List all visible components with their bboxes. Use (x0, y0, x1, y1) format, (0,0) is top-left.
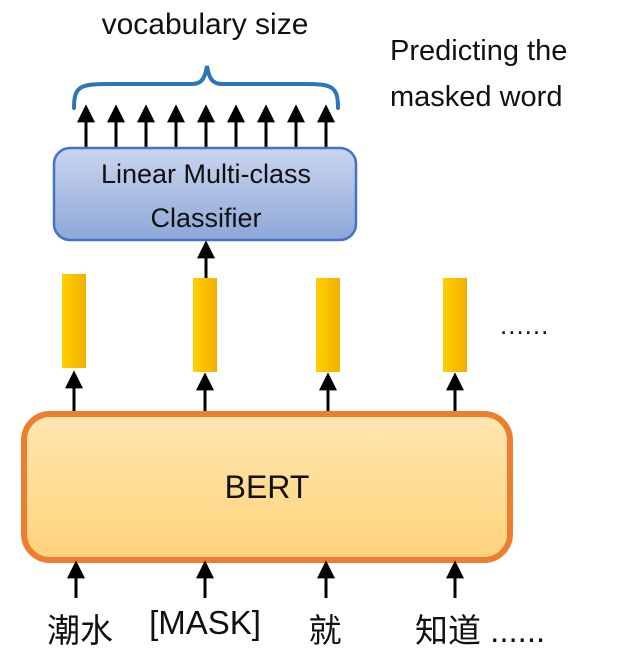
bert-to-vector-arrows (65, 370, 464, 414)
output-vector-4 (443, 278, 467, 372)
output-vector-3 (316, 278, 340, 372)
vector-continuation-mark: ...... (500, 310, 550, 340)
input-token-mask: [MASK] (149, 604, 261, 641)
prediction-caption: Predicting the masked word (390, 35, 568, 113)
bert-box (21, 411, 513, 563)
bert-label: BERT (224, 468, 310, 505)
input-token: 就 (308, 612, 342, 649)
output-vector-1 (62, 274, 86, 368)
output-vector-2 (193, 278, 217, 372)
vocabulary-brace (72, 65, 340, 110)
input-token: 潮水 (47, 612, 113, 649)
input-token: 知道 ...... (415, 612, 546, 649)
token-input-arrows (67, 560, 464, 598)
classifier-label: Linear Multi-class Classifier (100, 159, 312, 233)
vocabulary-size-label: vocabulary size (101, 8, 309, 41)
vocabulary-output-arrows (77, 104, 335, 147)
classifier-box (52, 146, 358, 242)
